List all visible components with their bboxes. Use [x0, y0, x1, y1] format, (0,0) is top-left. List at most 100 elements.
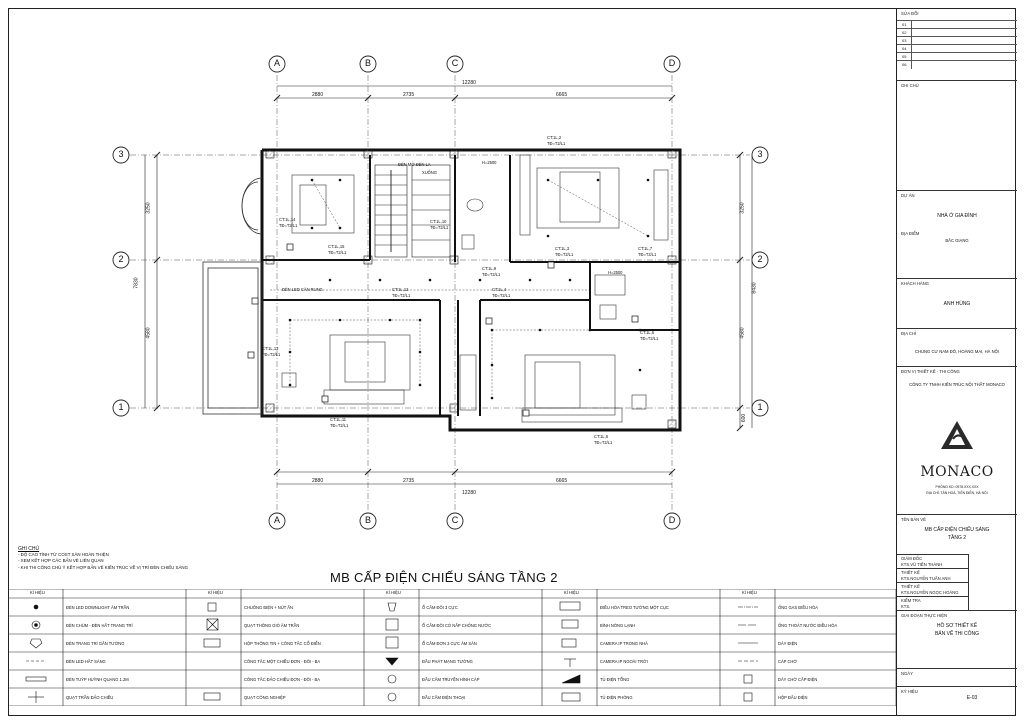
grid-label-1-left: 1: [118, 402, 124, 412]
label-circuit-5: CT:1L,5: [594, 434, 609, 439]
balcony: [202, 177, 263, 415]
stage-line1: HỒ SƠ THIẾT KẾ: [936, 623, 978, 629]
grid-label-2-left: 2: [118, 254, 124, 264]
tb-director: GIÁM ĐỐC KTS.VŨ TIẾN THÀNH: [897, 554, 969, 568]
legend-item: TỦ ĐIỆN TỔNG: [600, 677, 630, 682]
legend-item: Ổ CẮM ĐÔI 3 CỰC: [422, 605, 458, 610]
label-led-strip: ĐÈN LED CĂN RUNG: [282, 287, 323, 292]
label-td-4: TĐ=T2/L1: [492, 293, 511, 298]
dim-top-2: 2735: [403, 92, 415, 98]
director-name: KTS.VŨ TIẾN THÀNH: [901, 562, 943, 567]
legend-item: QUẠT THÔNG GIÓ ÂM TRẦN: [244, 623, 300, 628]
monaco-logo-icon: [941, 421, 973, 449]
legend-header-5: KÍ HIỆU: [742, 590, 757, 595]
drawing-title-line1: MB CẤP ĐIỆN CHIẾU SÁNG: [924, 527, 990, 533]
drawing-title-line2: TẦNG 2: [947, 535, 967, 541]
legend-item: QUẠT CÔNG NGHIỆP: [244, 695, 286, 700]
legend-item: BÌNH NÓNG LẠNH: [600, 623, 636, 628]
stage-line2: BẢN VẼ THI CÔNG: [934, 631, 980, 637]
title-block: SỬA ĐỔI 01 02 03 04 05 06 GHI CHÚ DỰ ÁN …: [896, 8, 1017, 716]
drawing-code: E-03: [966, 695, 978, 701]
revision-row: 02: [897, 28, 1017, 37]
dim-left-total: 7830: [133, 277, 140, 289]
label-h2500-a: H=2500: [482, 160, 497, 165]
legend-item: CHUÔNG ĐIỆN + NÚT ẤN: [244, 605, 293, 610]
legend-item: CAMERA IP NGOÀI TRỜI: [600, 659, 648, 664]
note-line: - KHI THI CÔNG CHÚ Ý KẾT HỢP BẢN VẼ KIẾN…: [18, 564, 188, 570]
legend-item: ĐÈN CHÙM - ĐÈN HẮT TRANG TRÍ: [66, 623, 133, 628]
grid-label-a-bottom: A: [273, 515, 280, 525]
tb-check: KIỂM TRA KTS.: [897, 596, 969, 610]
legend-item: HỘP ĐẤU ĐIỆN: [778, 695, 808, 700]
interior-walls: [262, 155, 680, 416]
label-circuit-10: CT:1L,10: [430, 219, 447, 224]
legend-item: CÔNG TẮC ĐẢO CHIỀU ĐƠN - ĐÔI - BA: [244, 677, 320, 682]
grid-label-c-top: C: [451, 58, 459, 68]
dim-bottom-total: 12280: [462, 490, 476, 496]
exterior-walls: [260, 148, 682, 432]
dim-top-3: 6665: [556, 92, 568, 98]
legend-header-3: KÍ HIỆU: [386, 590, 401, 595]
legend-item: HỘP THÔNG TIN + CÔNG TẮC CỔ ĐIỂN: [244, 641, 321, 646]
label-circuit-6: CT:1L,6: [640, 330, 655, 335]
note-line: - XEM KẾT HỢP CÁC BẢN VẼ LIÊN QUAN: [18, 558, 104, 564]
revision-row: 04: [897, 44, 1017, 53]
dim-right-total: 8430: [751, 282, 758, 294]
tb-drawing-title: TÊN BẢN VẼ MB CẤP ĐIỆN CHIẾU SÁNG TẦNG 2: [897, 514, 1017, 554]
label-td-13: TĐ=T2/L1: [262, 352, 281, 357]
tb-client: KHÁCH HÀNG ANH HÙNG: [897, 278, 1017, 328]
legend-item: QUẠT TRẦN ĐẢO CHIỀU: [66, 695, 114, 700]
label-td-7: TĐ=T2/L1: [638, 252, 657, 257]
label-circuit-9: CT:1L,9: [482, 266, 497, 271]
label-td-10: TĐ=T2/L1: [430, 225, 449, 230]
dim-right-3: 600: [741, 413, 748, 423]
label-circuit-14: CT:1L,14: [279, 217, 296, 222]
furniture: [281, 154, 669, 423]
dim-right-2: 4580: [739, 327, 746, 339]
revision-row: 05: [897, 52, 1017, 61]
label-td-6: TĐ=T2/L1: [640, 336, 659, 341]
dim-right-1: 3250: [739, 202, 746, 214]
grid-label-2-right: 2: [757, 254, 763, 264]
legend-item: ĐẦU CẮM TRUYỀN HÌNH CÁP: [422, 677, 480, 682]
label-circuit-15: CT:1L,15: [328, 244, 345, 249]
dim-bottom-1: 2880: [312, 478, 324, 484]
label-circuit-12: CT:1L,12: [392, 287, 409, 292]
dim-bottom-3: 6665: [556, 478, 568, 484]
grid-label-c-bottom: C: [451, 515, 459, 525]
grid-label-b-top: B: [364, 58, 371, 68]
brand-contact: PHÒNG KD: 0978.XXX.XXX: [935, 485, 979, 489]
designer-name: KTS.NGUYỄN TUẤN ANH: [901, 576, 951, 581]
tb-design2: THIẾT KẾ KTS.NGUYỄN NGỌC HOÀNG: [897, 582, 969, 596]
revision-row: 01: [897, 20, 1017, 29]
switch-boxes: [247, 243, 639, 417]
legend-header-4: KÍ HIỆU: [564, 590, 579, 595]
dim-left-2: 4580: [145, 327, 152, 339]
revision-label: SỬA ĐỔI: [901, 11, 919, 16]
tb-project: DỰ ÁN NHÀ Ở GIA ĐÌNH ĐỊA ĐIỂM BẮC GIANG: [897, 190, 1017, 244]
designer2-name: KTS.NGUYỄN NGỌC HOÀNG: [901, 590, 959, 595]
lighting-fixtures: [288, 178, 650, 400]
wiring: [270, 179, 649, 398]
grid-bubbles: [112, 55, 769, 530]
grid-label-b-bottom: B: [364, 515, 371, 525]
revision-row: 03: [897, 36, 1017, 45]
project-name: NHÀ Ở GIA ĐÌNH: [937, 213, 977, 219]
legend-item: ĐÈN LED HẮT SÁNG: [66, 659, 106, 664]
tb-code: KÝ HIỆU E-03: [897, 686, 1017, 716]
legend-item: TỦ ĐIỆN PHÒNG: [600, 695, 633, 700]
note-line: - ĐỘ CAO TÍNH TỪ COST SÀN HOÀN THIỆN: [18, 552, 109, 558]
legend-item: ĐẦU PHÁT MẠNG TƯỜNG: [422, 659, 473, 664]
general-notes: GHI CHÚ - ĐỘ CAO TÍNH TỪ COST SÀN HOÀN T…: [18, 546, 188, 571]
revision-row: 06: [897, 60, 1017, 69]
label-td-3: TĐ=T2/L1: [555, 252, 574, 257]
dim-top-1: 2880: [312, 92, 324, 98]
floor-plan: [112, 55, 769, 530]
brand-address: ĐỊA CHỈ: TÂN HOÀ, TIẾN ĐIỀN, HÀ NỘI: [926, 491, 988, 495]
tb-date: NGÀY: [897, 668, 1017, 686]
columns: [265, 149, 677, 429]
drawing-sheet-border: [8, 8, 1016, 716]
tb-designer: ĐƠN VỊ THIẾT KẾ - THI CÔNG CÔNG TY TNHH …: [897, 366, 1017, 514]
legend-item: CÁP CHỜ: [778, 659, 797, 664]
label-td-5: TĐ=T2/L1: [594, 440, 613, 445]
